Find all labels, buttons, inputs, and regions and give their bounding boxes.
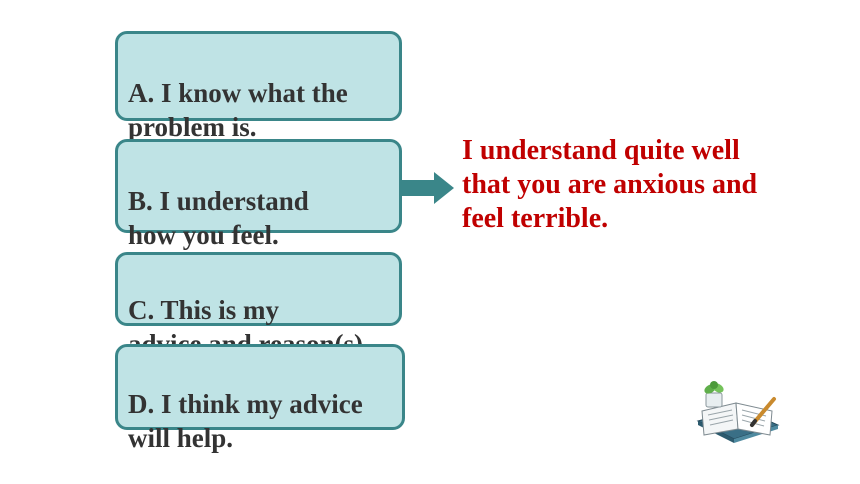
step-card-d: D. I think my advice will help. <box>115 344 405 453</box>
step-card-a: A. I know what the problem is. <box>115 31 402 142</box>
arrow-right-icon <box>402 172 454 204</box>
step-a-text: A. I know what the problem is. <box>128 78 348 142</box>
answer-text: I understand quite well that you are anx… <box>462 135 758 234</box>
step-d-text: D. I think my advice will help. <box>128 389 363 453</box>
step-card-c: C. This is my advice and reason(s) <box>115 252 402 359</box>
step-card-b: B. I understand how you feel. <box>115 139 402 250</box>
book-with-plant-icon <box>696 381 780 443</box>
step-b-text: B. I understand how you feel. <box>128 186 309 250</box>
